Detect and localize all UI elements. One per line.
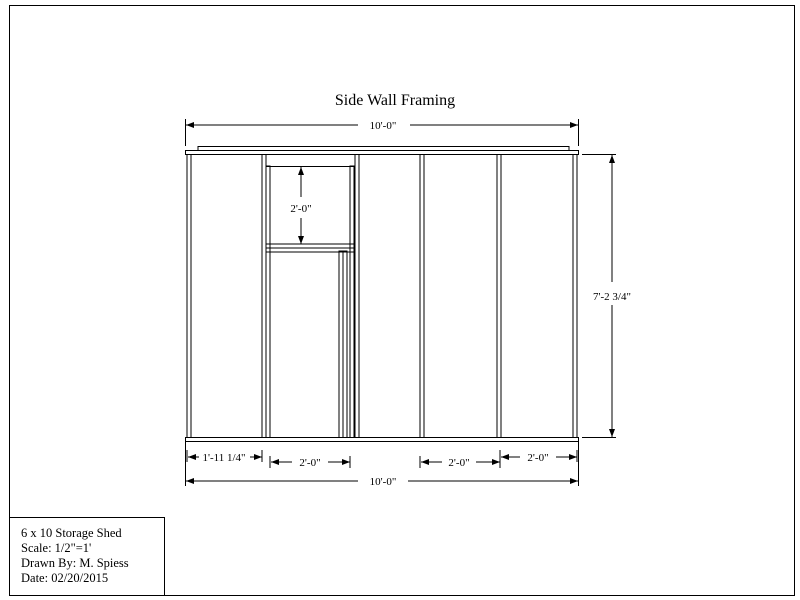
title-block-scale: Scale: 1/2"=1': [21, 541, 92, 555]
title-block-project: 6 x 10 Storage Shed: [21, 526, 122, 540]
dimension-overall-bottom-label: 10'-0": [370, 476, 397, 488]
stud-end-left: [186, 154, 192, 438]
king-stud-left: [261, 154, 267, 438]
dimension-overall-bottom: [185, 442, 579, 486]
top-plate-upper: [197, 146, 570, 151]
dimension-bays: [186, 450, 578, 468]
stud-end-right: [572, 154, 578, 438]
drawing-title: Side Wall Framing: [335, 92, 455, 109]
wall-framing: [185, 146, 579, 442]
jack-stud-right-c: [349, 165, 355, 438]
jack-stud-left: [265, 165, 271, 438]
dimension-height-label: 7'-2 3/4": [593, 291, 631, 303]
title-block-date: Date: 02/20/2015: [21, 571, 109, 585]
rough-sill-lower: [265, 247, 356, 253]
dimension-overall-top: [185, 119, 579, 146]
title-block-drawn-by: Drawn By: M. Spiess: [21, 556, 129, 570]
dimension-bay-last-label: 2'-0": [527, 452, 548, 464]
jack-stud-right-b: [342, 250, 348, 438]
dimension-overall-top-label: 10'-0": [370, 120, 397, 132]
sheet-border: [9, 5, 795, 596]
king-stud-right: [354, 154, 360, 438]
dimension-window-height-label: 2'-0": [290, 203, 311, 215]
dimension-bay-door-label: 2'-0": [299, 457, 320, 469]
rough-sill-upper: [265, 243, 356, 249]
stud-5: [496, 154, 502, 438]
bottom-plate: [185, 437, 579, 442]
title-block: 6 x 10 Storage Shed Scale: 1/2"=1' Drawn…: [9, 517, 165, 595]
top-plate-lower: [185, 150, 579, 155]
dimension-bay-first-label: 1'-11 1/4": [202, 452, 245, 464]
dimension-bay-fourth-label: 2'-0": [448, 457, 469, 469]
jack-stud-right-a: [338, 250, 344, 438]
header: [265, 154, 356, 167]
dimension-height: [582, 154, 616, 438]
stud-4: [419, 154, 425, 438]
